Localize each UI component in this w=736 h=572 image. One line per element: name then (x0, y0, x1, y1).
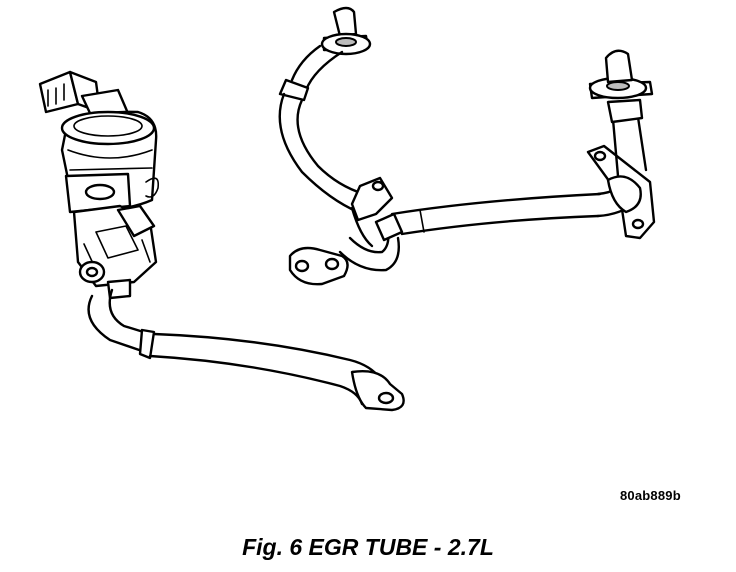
egr-valve (38, 70, 160, 300)
figure-reference-code: 80ab889b (620, 488, 681, 503)
left-egr-tube (87, 288, 405, 412)
figure-caption: Fig. 6 EGR TUBE - 2.7L (242, 534, 494, 560)
right-egr-tube (278, 6, 656, 286)
